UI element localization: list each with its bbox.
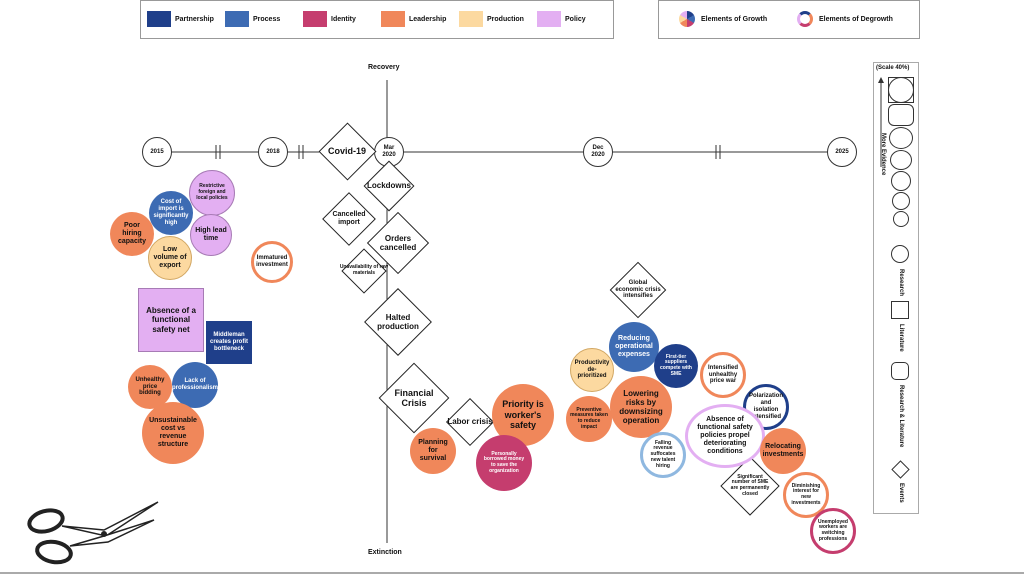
events-label: Events xyxy=(898,483,904,503)
unavailability-event: Unavailability of raw materials xyxy=(332,248,396,294)
labor-crisis-event: Labor crisis xyxy=(438,397,502,447)
research-shape xyxy=(891,245,909,263)
orders-cancelled-event: Orders cancelled xyxy=(364,211,432,275)
priority-safety-node: Priority is worker's safety xyxy=(492,384,554,446)
scale-circle-small xyxy=(893,211,909,227)
literature-shape xyxy=(891,301,909,319)
sme-closed-event: Significant number of SME are permanentl… xyxy=(718,454,782,518)
break-mark xyxy=(215,145,721,159)
cost-import-node: Cost of import is significantly high xyxy=(149,191,193,235)
category-legend: Partnership Process Identity Leadership … xyxy=(140,0,614,39)
year-2015: 2015 xyxy=(142,137,172,167)
intensified-price-war-node: Intensified unhealthy price war xyxy=(700,352,746,398)
cancelled-import-event: Cancelled import xyxy=(318,192,380,246)
events-shape xyxy=(891,460,910,479)
falling-revenue-node: Falling revenue suffocates new talent hi… xyxy=(640,432,686,478)
immatured-investment-node: Immatured investment xyxy=(251,241,293,283)
lack-professionalism-node: Lack of professionalism xyxy=(172,362,218,408)
year-2018: 2018 xyxy=(258,137,288,167)
partnership-swatch xyxy=(147,11,171,27)
global-crisis-event: Global economic crisis intensifies xyxy=(606,261,670,319)
legend-item-degrowth: Elements of Degrowth xyxy=(797,11,893,27)
scale-circle xyxy=(890,150,912,170)
middleman-node: Middleman creates profit bottleneck xyxy=(206,321,252,364)
reducing-expenses-node: Reducing operational expenses xyxy=(609,322,659,372)
legend-item-leadership: Leadership xyxy=(381,11,446,27)
year-2025: 2025 xyxy=(827,137,857,167)
literature-label: Literature xyxy=(898,324,904,352)
covid-event: Covid-19 xyxy=(318,122,376,180)
production-swatch xyxy=(459,11,483,27)
scissors-icon xyxy=(27,501,159,565)
unhealthy-bidding-node: Unhealthy price bidding xyxy=(128,365,172,409)
planning-survival-node: Planning for survival xyxy=(410,428,456,474)
evidence-arrow xyxy=(878,77,884,167)
policy-swatch xyxy=(537,11,561,27)
restrictive-policies-node: Restrictive foreign and local policies xyxy=(189,170,235,216)
preventive-measures-node: Preventive measures taken to reduce impa… xyxy=(566,396,612,442)
first-tier-node: First-tier suppliers compete with SME xyxy=(654,344,698,388)
lowering-risks-node: Lowering risks by downsizing operation xyxy=(610,376,672,438)
leadership-swatch xyxy=(381,11,405,27)
low-volume-node: Low volume of export xyxy=(148,236,192,280)
scale-rounded xyxy=(888,104,914,126)
unemployed-workers-node: Unemployed workers are switching profess… xyxy=(810,508,856,554)
lockdowns-event: Lockdowns xyxy=(357,160,421,212)
legend-item-production: Production xyxy=(459,11,524,27)
identity-swatch xyxy=(303,11,327,27)
legend-label: Elements of Degrowth xyxy=(819,15,893,23)
legend-label: Identity xyxy=(331,15,356,23)
legend-item-growth: Elements of Growth xyxy=(679,11,767,27)
diminishing-interest-node: Diminishing interest for new investments xyxy=(783,472,829,518)
recovery-label: Recovery xyxy=(368,64,400,71)
borrowed-money-node: Personally borrowed money to save the or… xyxy=(476,435,532,491)
legend-item-partnership: Partnership xyxy=(147,11,214,27)
legend-item-identity: Identity xyxy=(303,11,356,27)
absence-safety-net-node: Absence of a functional safety net xyxy=(138,288,204,352)
legend-label: Production xyxy=(487,15,524,23)
growth-ring-icon xyxy=(679,11,695,27)
growth-legend: Elements of Growth Elements of Degrowth xyxy=(658,0,920,39)
halted-production-event: Halted production xyxy=(361,288,435,356)
scale-label: (Scale 40%) xyxy=(876,65,910,71)
scale-panel: (Scale 40%) More Evidence Research Liter… xyxy=(873,62,919,514)
process-swatch xyxy=(225,11,249,27)
absence-safety-policies-node: Absence of functional safety policies pr… xyxy=(685,404,765,468)
legend-label: Policy xyxy=(565,15,586,23)
research-literature-label: Research & Literature xyxy=(898,385,904,448)
scale-circle xyxy=(892,192,910,210)
legend-label: Leadership xyxy=(409,15,447,23)
scale-square xyxy=(888,77,914,103)
scale-circle xyxy=(889,127,913,149)
research-label: Research xyxy=(898,269,904,297)
more-evidence-label: More Evidence xyxy=(880,133,886,176)
degrowth-ring-icon xyxy=(797,11,813,27)
extinction-label: Extinction xyxy=(368,549,402,556)
productivity-node: Productivity de-prioritized xyxy=(570,348,614,392)
legend-item-policy: Policy xyxy=(537,11,586,27)
scale-circle xyxy=(891,171,911,191)
legend-label: Process xyxy=(253,15,281,23)
unsustainable-node: Unsustainable cost vs revenue structure xyxy=(142,402,204,464)
financial-crisis-event: Financial Crisis xyxy=(370,362,458,434)
poor-hiring-node: Poor hiring capacity xyxy=(110,212,154,256)
relocating-investments-node: Relocating investments xyxy=(760,428,806,474)
legend-label: Partnership xyxy=(175,15,214,23)
year-dec-2020: Dec 2020 xyxy=(583,137,613,167)
legend-item-process: Process xyxy=(225,11,280,27)
legend-label: Elements of Growth xyxy=(701,15,768,23)
research-literature-shape xyxy=(891,362,909,380)
high-lead-time-node: High lead time xyxy=(190,214,232,256)
